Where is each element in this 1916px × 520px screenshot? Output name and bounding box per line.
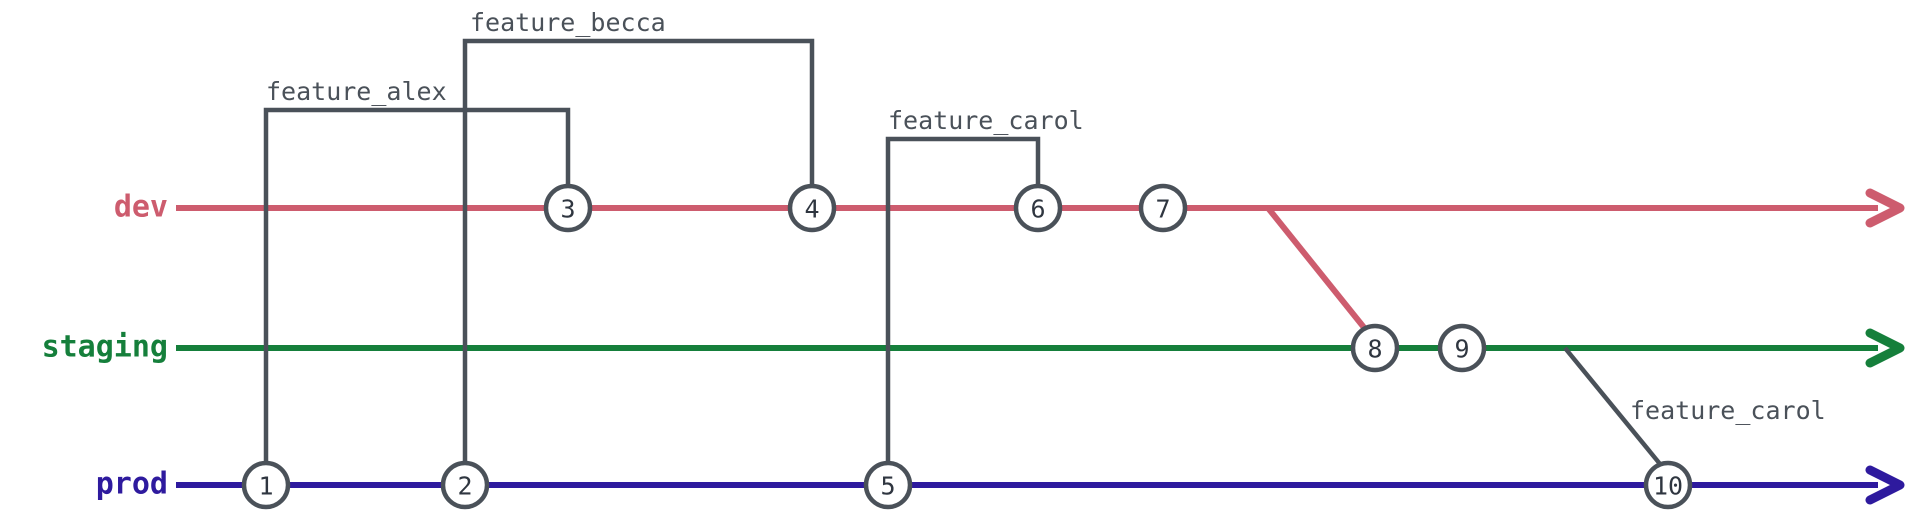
commit-node-9[interactable]: 9 [1437,323,1487,373]
arrowhead-dev-arrow [1865,188,1905,228]
branch-label-feature_carol_prod: feature_carol [1630,396,1826,425]
commit-node-5[interactable]: 5 [863,460,913,510]
branch-label-feature_carol_dev: feature_carol [888,106,1084,135]
arrowhead-staging-arrow [1865,328,1905,368]
commit-circle-3 [543,183,593,233]
commit-node-1[interactable]: 1 [241,460,291,510]
lane-lines-group [176,205,1878,488]
branch-path-feature_becca [462,38,815,463]
lane-label-dev: dev [114,190,168,225]
lane-label-prod: prod [96,467,168,502]
commit-number-1: 1 [258,472,273,501]
merge-path-dev-to-staging [1265,206,1369,332]
branch-path-feature_alex [263,107,571,463]
commit-number-10: 10 [1653,472,1683,501]
lane-label-staging: staging [42,330,168,365]
commit-number-3: 3 [560,195,575,224]
commit-number-5: 5 [880,472,895,501]
commit-node-7[interactable]: 7 [1138,183,1188,233]
commit-number-6: 6 [1030,195,1045,224]
commit-nodes-group: 1 2 3 4 5 6 7 8 9 10 [241,183,1693,510]
commit-node-4[interactable]: 4 [787,183,837,233]
branch-path-feature_carol_dev [885,136,1041,463]
commit-circle-1 [241,460,291,510]
merge-paths-group [1265,206,1369,332]
commit-circle-10 [1643,460,1693,510]
lane-labels-group: dev staging prod [42,190,168,502]
commit-circle-2 [440,460,490,510]
commit-node-8[interactable]: 8 [1350,323,1400,373]
commit-number-7: 7 [1155,195,1170,224]
commit-circle-4 [787,183,837,233]
commit-circle-8 [1350,323,1400,373]
arrowhead-prod-arrow [1865,465,1905,505]
commit-node-2[interactable]: 2 [440,460,490,510]
commit-circle-9 [1437,323,1487,373]
lane-arrowheads-group [1865,188,1905,505]
commit-node-10[interactable]: 10 [1643,460,1693,510]
commit-number-2: 2 [457,472,472,501]
commit-node-3[interactable]: 3 [543,183,593,233]
branch-labels-group: feature_alexfeature_beccafeature_carolfe… [266,8,1826,425]
commit-circle-6 [1013,183,1063,233]
branch-label-feature_alex: feature_alex [266,77,447,106]
branch-paths-group [263,38,1662,466]
commit-number-9: 9 [1454,335,1469,364]
branch-path-feature_carol_prod [1563,346,1662,466]
commit-number-4: 4 [804,195,819,224]
commit-circle-5 [863,460,913,510]
commit-node-6[interactable]: 6 [1013,183,1063,233]
branch-label-feature_becca: feature_becca [470,8,666,37]
commit-circle-7 [1138,183,1188,233]
commit-number-8: 8 [1367,335,1382,364]
